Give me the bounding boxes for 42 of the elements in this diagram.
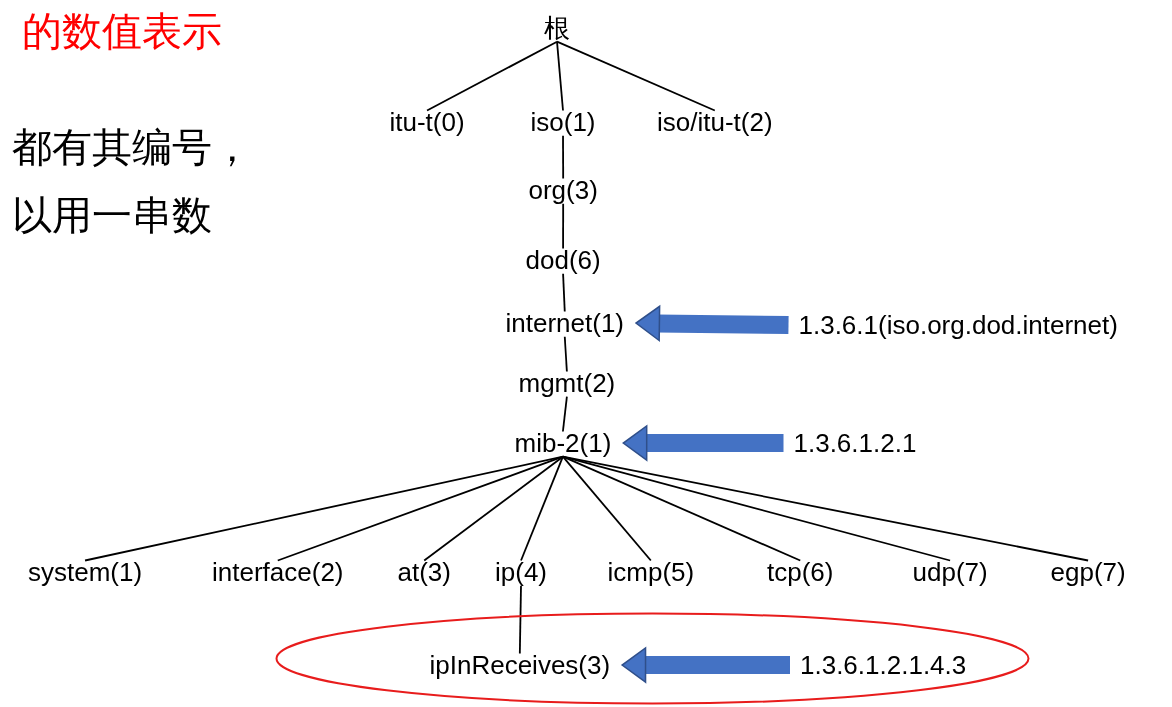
tree-line: [562, 455, 802, 562]
tree-line: [556, 40, 564, 112]
tree-line: [426, 40, 558, 112]
tree-node-label: icmp(5): [607, 556, 695, 588]
tree-node-label: itu-t(0): [389, 106, 465, 138]
block-arrow: [622, 425, 784, 461]
tree-line: [562, 395, 568, 433]
block-arrow: [635, 305, 789, 342]
tree-node-label: iso(1): [530, 106, 596, 138]
tree-line: [562, 134, 565, 180]
body-text: 以用一串数: [12, 192, 212, 239]
body-text: 都有其编号，: [12, 124, 252, 171]
tree-line: [563, 335, 568, 373]
tree-line: [562, 272, 566, 313]
tree-node-label: 1.3.6.1.2.1.4.3: [800, 649, 967, 681]
tree-line: [518, 584, 522, 655]
tree-line: [520, 455, 564, 562]
tree-line: [276, 455, 564, 562]
tree-node-label: internet(1): [505, 307, 624, 339]
tree-line: [562, 455, 652, 562]
tree-line: [84, 455, 564, 562]
tree-line: [562, 202, 565, 250]
tree-node-label: mgmt(2): [518, 367, 616, 399]
tree-node-label: dod(6): [525, 244, 601, 276]
tree-node-label: org(3): [528, 174, 598, 206]
tree-node-label: at(3): [397, 556, 451, 588]
slide-title: 的数值表示: [22, 8, 222, 55]
oid-label: 1.3.6.1(iso.org.dod.internet): [798, 309, 1118, 341]
tree-line: [556, 40, 716, 112]
tree-node-label: ipInReceives(3): [429, 649, 611, 681]
tree-node-label: udp(7): [912, 556, 988, 588]
tree-node-label: system(1): [28, 556, 143, 588]
tree-node-label: egp(7): [1050, 556, 1126, 588]
root-label: 根: [544, 12, 570, 44]
tree-node-label: mib-2(1): [514, 427, 612, 459]
oid-label: 1.3.6.1.2.1: [793, 427, 917, 459]
tree-node-label: tcp(6): [767, 556, 834, 588]
tree-node-label: ip(4): [495, 556, 547, 588]
tree-line: [562, 455, 1089, 562]
tree-line: [423, 455, 564, 562]
tree-node-label: interface(2): [212, 556, 344, 588]
tree-node-label: iso/itu-t(2): [657, 106, 773, 138]
